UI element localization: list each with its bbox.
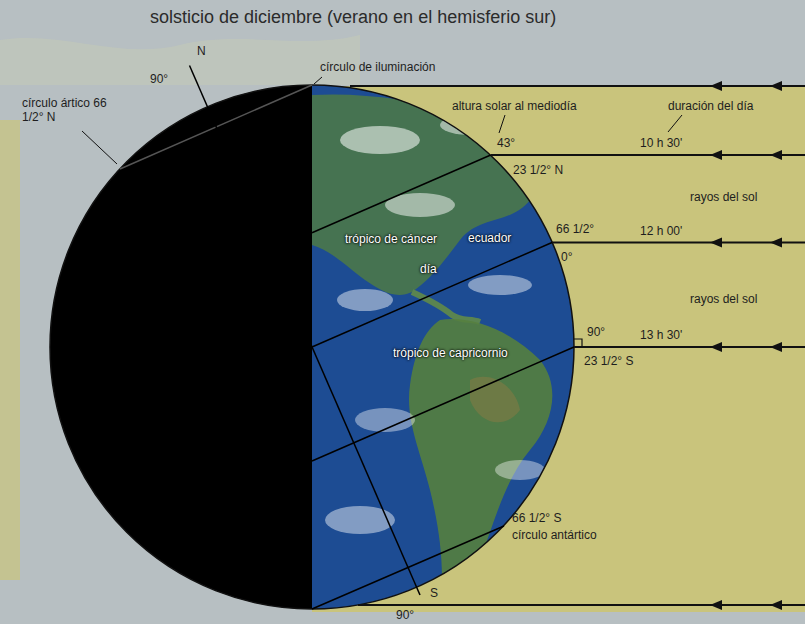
diagram-label: 13 h 30': [640, 328, 682, 342]
diagram-label: círculo antártico: [512, 528, 597, 542]
diagram-label: 90°: [396, 608, 414, 622]
tropic-line: [312, 347, 574, 461]
leader-lines: [82, 77, 682, 164]
diagram-label: trópico de cáncer: [345, 232, 437, 246]
tropic-line: [312, 155, 491, 233]
diagram-label: 12 h 00': [640, 224, 682, 238]
diagram-label: rayos del sol: [690, 190, 757, 204]
diagram-label: trópico de capricornio: [393, 346, 508, 360]
diagram-title: solsticio de diciembre (verano en el hem…: [150, 6, 556, 28]
diagram-label: 90°: [587, 325, 605, 339]
diagram-label: círculo ártico 66 1/2° N: [22, 96, 114, 124]
sunlit-band: [0, 120, 20, 580]
diagram-label: 23 1/2° N: [513, 163, 563, 177]
diagram-label: 10 h 30': [640, 136, 682, 150]
diagram-label: día: [420, 262, 437, 276]
ray-arrowheads: [710, 81, 782, 610]
diagram-label: N: [197, 44, 206, 58]
earth-axis: [190, 66, 421, 596]
diagram-label: S: [430, 586, 438, 600]
diagram-label: rayos del sol: [690, 292, 757, 306]
sun-rays: [350, 86, 805, 605]
equator-line: [312, 243, 552, 348]
sunlit-band: [312, 86, 805, 612]
diagram-label: 0°: [561, 250, 572, 264]
diagram-label: 66 1/2°: [556, 222, 594, 236]
night-side: [50, 85, 312, 609]
right-angle-mark: [574, 339, 582, 347]
diagram-label: 43°: [497, 136, 515, 150]
diagram-label: círculo de iluminación: [320, 60, 435, 74]
faded-map: [0, 35, 360, 85]
diagram-label: duración del día: [668, 99, 753, 113]
diagram-label: ecuador: [468, 231, 511, 245]
diagram-label: altura solar al mediodía: [452, 99, 577, 113]
diagram-label: 23 1/2° S: [584, 354, 634, 368]
diagram-label: 66 1/2° S: [512, 511, 562, 525]
diagram-label: 90°: [150, 72, 168, 86]
